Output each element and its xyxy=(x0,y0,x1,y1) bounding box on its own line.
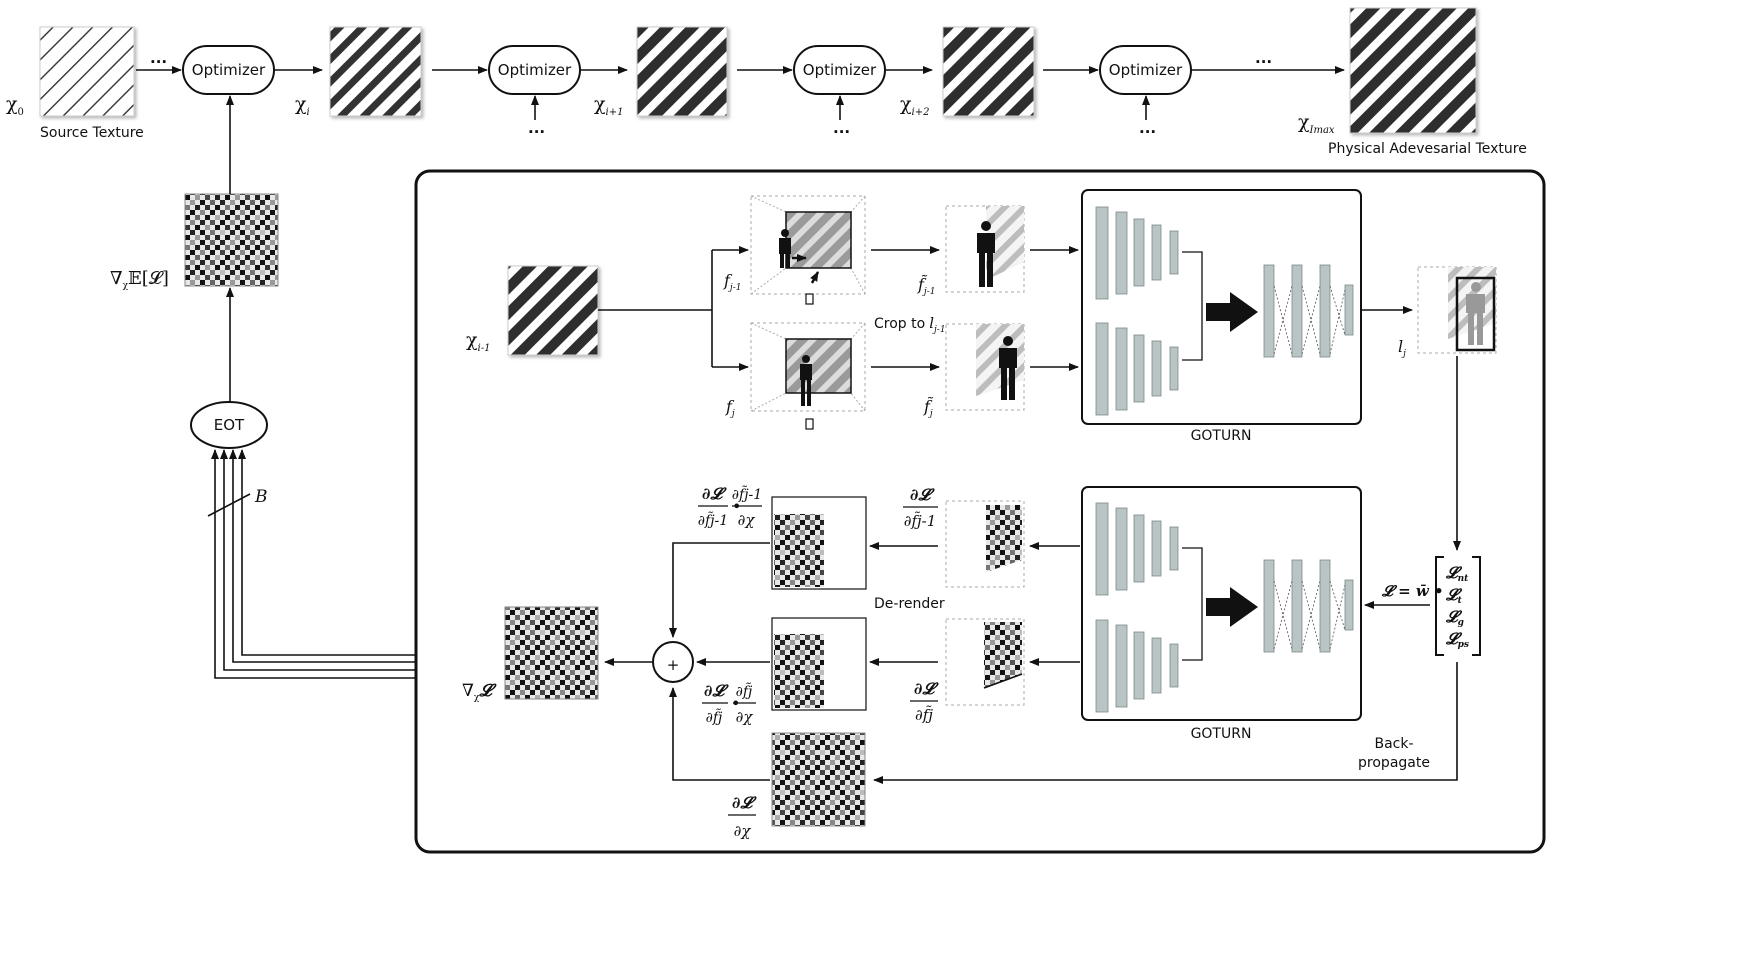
backward-pass: 𝓛nt 𝓛t 𝓛g 𝓛ps 𝓛 = w̄ • xyxy=(462,484,1481,840)
svg-text:Optimizer: Optimizer xyxy=(1109,61,1183,79)
ellipsis-top-2: ... xyxy=(1255,49,1272,67)
derendered-gradient-prev xyxy=(771,496,867,590)
cropped-frame-prev xyxy=(945,205,1025,293)
chi-i1-label: χi+1 xyxy=(594,93,623,118)
svg-text:∂𝓛: ∂𝓛 xyxy=(732,793,758,812)
svg-text:∂f̃j-1: ∂f̃j-1 xyxy=(904,512,937,530)
svg-text:...: ... xyxy=(833,119,850,137)
total-gradient-noise xyxy=(504,606,599,700)
chi-i2-label: χi+2 xyxy=(900,93,929,118)
physical-adversarial-texture-image xyxy=(1349,7,1477,134)
svg-text:𝓛t: 𝓛t xyxy=(1445,585,1463,606)
left-column: ∇χ𝔼[𝓛] EOT B xyxy=(110,95,415,679)
main-process-frame xyxy=(414,169,1546,854)
svg-text:∂f̃j-1: ∂f̃j-1 xyxy=(732,485,762,503)
chi-0-label: χ0 xyxy=(6,93,24,118)
render-frame-prev xyxy=(750,195,866,305)
goturn-forward-network xyxy=(1081,189,1362,425)
chi-i-minus-1-label: χi-1 xyxy=(466,329,490,354)
ft-j-minus-1-label: f̃j-1 xyxy=(917,275,935,297)
total-gradient-label: ∇χ𝓛 xyxy=(462,681,497,703)
camera-icon xyxy=(805,418,814,430)
person-icon xyxy=(981,221,991,231)
gradient-crop-prev xyxy=(945,500,1025,588)
svg-text:∂χ: ∂χ xyxy=(738,511,756,529)
chain-rule-prev: ∂𝓛 ∂f̃j-1 • ∂f̃j-1 ∂χ xyxy=(698,484,762,529)
goturn-backward-label: GOTURN xyxy=(1191,726,1252,742)
backprop-label-1: Back- xyxy=(1374,736,1413,752)
svg-text:𝓛ps: 𝓛ps xyxy=(1445,629,1469,650)
loss-vector: 𝓛nt 𝓛t 𝓛g 𝓛ps xyxy=(1435,556,1481,656)
svg-text:∂𝓛: ∂𝓛 xyxy=(910,485,936,504)
svg-text:∂f̃j: ∂f̃j xyxy=(736,682,753,700)
f-j-minus-1-label: fj-1 xyxy=(723,271,741,293)
svg-text:∂𝓛: ∂𝓛 xyxy=(914,679,940,698)
svg-text:Optimizer: Optimizer xyxy=(498,61,572,79)
backprop-label-2: propagate xyxy=(1358,755,1430,771)
svg-text:EOT: EOT xyxy=(214,416,245,434)
sum-symbol: + xyxy=(667,656,680,674)
output-bbox-frame xyxy=(1417,266,1497,354)
goturn-forward-label: GOTURN xyxy=(1191,428,1252,444)
svg-text:𝓛g: 𝓛g xyxy=(1445,607,1464,628)
svg-text:Optimizer: Optimizer xyxy=(192,61,266,79)
texture-i-minus-1-image xyxy=(507,265,599,356)
texture-i2-image xyxy=(942,26,1035,117)
svg-text:Optimizer: Optimizer xyxy=(803,61,877,79)
partial-L-ft-prev: ∂𝓛 ∂f̃j-1 xyxy=(903,485,938,530)
person-icon xyxy=(802,355,810,363)
loss-equation: 𝓛 = w̄ • xyxy=(1381,582,1444,600)
svg-text:∂f̃j-1: ∂f̃j-1 xyxy=(698,511,728,529)
camera-icon xyxy=(805,293,814,305)
physical-texture-label: Physical Adevesarial Texture xyxy=(1328,141,1527,157)
texture-i1-image xyxy=(636,26,728,117)
svg-text:∂𝓛: ∂𝓛 xyxy=(702,484,728,503)
render-frame-cur xyxy=(750,322,866,430)
top-pipeline: χ0 Source Texture ... Optimizer χi Optim… xyxy=(6,7,1527,157)
expected-gradient-noise xyxy=(184,193,279,287)
ellipsis-top-1: ... xyxy=(150,49,167,67)
eot-node xyxy=(190,401,268,449)
partial-L-ft-cur: ∂𝓛 ∂f̃j xyxy=(910,679,939,724)
chi-imax-label: χImax xyxy=(1298,111,1335,136)
svg-text:∂𝓛: ∂𝓛 xyxy=(704,681,730,700)
goturn-backward-network xyxy=(1081,486,1362,721)
direct-gradient-noise xyxy=(771,732,866,827)
gradient-crop-cur xyxy=(945,618,1025,706)
chi-i-label: χi xyxy=(295,93,310,118)
forward-pass: χi-1 fj-1 fj xyxy=(466,189,1497,551)
person-icon xyxy=(1003,336,1013,346)
f-j-label: fj xyxy=(725,397,735,419)
cropped-frame-cur xyxy=(945,323,1025,411)
source-texture-image xyxy=(39,26,135,117)
svg-text:∂f̃j: ∂f̃j xyxy=(706,708,723,726)
sum-node xyxy=(652,641,694,683)
texture-i-image xyxy=(329,26,422,117)
partial-L-chi: ∂𝓛 ∂χ xyxy=(728,793,757,840)
person-icon xyxy=(1471,282,1481,292)
svg-text:𝓛nt: 𝓛nt xyxy=(1445,563,1469,584)
chain-rule-cur: ∂𝓛 ∂f̃j • ∂f̃j ∂χ xyxy=(702,681,756,726)
expected-gradient-label: ∇χ𝔼[𝓛] xyxy=(110,268,169,291)
batch-label: B xyxy=(254,487,268,507)
svg-text:...: ... xyxy=(528,119,545,137)
source-texture-label: Source Texture xyxy=(40,125,144,141)
derendered-gradient-cur xyxy=(771,617,867,711)
person-icon xyxy=(781,229,789,237)
svg-text:∂f̃j: ∂f̃j xyxy=(915,706,933,724)
svg-text:∂χ: ∂χ xyxy=(734,822,752,840)
l-j-label: lj xyxy=(1398,337,1406,359)
ft-j-label: f̃j xyxy=(923,397,934,419)
derender-label: De-render xyxy=(874,596,945,612)
svg-text:...: ... xyxy=(1139,119,1156,137)
svg-text:∂χ: ∂χ xyxy=(736,708,754,726)
